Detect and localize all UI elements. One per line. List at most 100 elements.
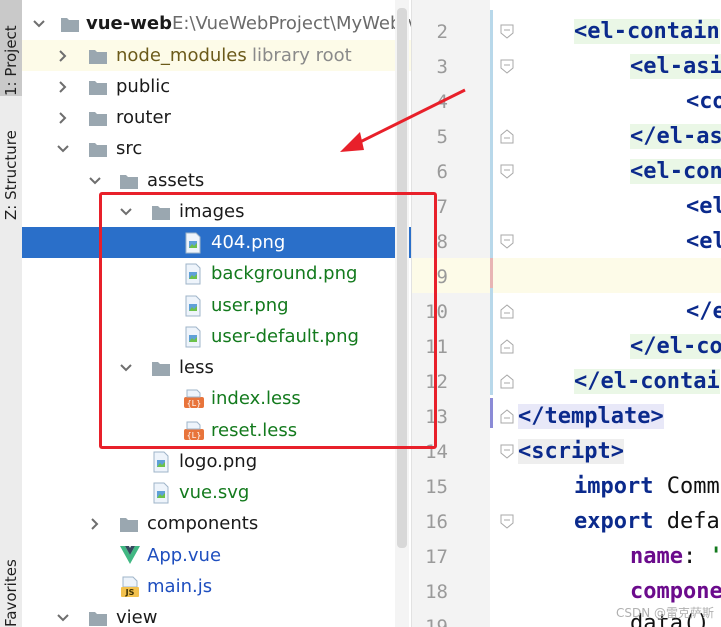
line-number: 8	[436, 230, 448, 253]
line-number: 3	[436, 55, 448, 78]
tree-label-node-modules: node_modules	[116, 45, 247, 66]
tree-label-logo-png: logo.png	[179, 451, 258, 472]
tree-row-background-png[interactable]: background.png	[22, 258, 411, 289]
tree-scrollbar-thumb[interactable]	[397, 8, 407, 548]
chevron-down-icon[interactable]	[56, 611, 70, 625]
code-line: </el-contai	[574, 369, 720, 394]
tree-row-src[interactable]: src	[22, 133, 411, 164]
tree-label-src: src	[116, 138, 143, 159]
vue-file-icon	[119, 545, 140, 565]
tree-row-404-png[interactable]: 404.png	[22, 227, 411, 258]
chevron-down-icon[interactable]	[119, 361, 133, 375]
line-number: 7	[436, 195, 448, 218]
svg-text:{L}: {L}	[187, 399, 201, 408]
favorites-tool-tab[interactable]: Favorites	[2, 560, 20, 627]
code-line: compone	[630, 579, 721, 604]
tree-row-user-default-png[interactable]: user-default.png	[22, 321, 411, 352]
tree-row-less[interactable]: less	[22, 352, 411, 383]
chevron-down-icon[interactable]	[32, 17, 46, 31]
fold-marker-icon[interactable]	[500, 374, 514, 389]
tree-row-components[interactable]: components	[22, 508, 411, 539]
line-number: 5	[436, 125, 448, 148]
code-line: export defa	[574, 509, 720, 534]
tree-row-app-vue[interactable]: App.vue	[22, 540, 411, 571]
current-line-highlight	[412, 258, 721, 293]
tree-row-main-js[interactable]: JS main.js	[22, 571, 411, 602]
fold-marker-icon[interactable]	[500, 304, 514, 319]
code-line: <script>	[518, 439, 624, 464]
code-editor[interactable]: 2 3 4 5 6 7 8 9 10 11 12 13 14 15 16 17 …	[411, 0, 721, 627]
tree-label-user-png: user.png	[211, 295, 289, 316]
structure-tool-tab[interactable]: Z: Structure	[2, 130, 20, 220]
line-number: 9	[436, 265, 448, 288]
line-number: 16	[425, 510, 448, 533]
line-number: 11	[425, 335, 448, 358]
tree-label-components: components	[147, 513, 259, 534]
tree-row-view[interactable]: view	[22, 602, 411, 627]
folder-icon	[119, 171, 139, 191]
line-number: 13	[425, 405, 448, 428]
tree-root-path: E:\VueWebProject\MyWeb\vue-web	[172, 13, 411, 34]
chevron-down-icon[interactable]	[119, 205, 133, 219]
tree-row-root[interactable]: vue-web E:\VueWebProject\MyWeb\vue-web	[22, 8, 411, 39]
tree-row-vue-svg[interactable]: vue.svg	[22, 477, 411, 508]
chevron-right-icon[interactable]	[56, 80, 70, 94]
line-number: 18	[425, 580, 448, 603]
tree-row-router[interactable]: router	[22, 102, 411, 133]
tree-row-assets[interactable]: assets	[22, 165, 411, 196]
folder-icon	[88, 139, 108, 159]
code-line: <el	[686, 229, 721, 254]
js-file-icon: JS	[119, 576, 139, 597]
svg-text:JS: JS	[125, 588, 135, 597]
image-file-icon	[183, 232, 203, 254]
code-line: <el-con	[630, 159, 721, 184]
fold-marker-icon[interactable]	[500, 339, 514, 354]
code-line: <co	[686, 89, 721, 114]
fold-marker-icon[interactable]	[500, 444, 514, 459]
code-line: <el-asi	[630, 54, 721, 79]
chevron-right-icon[interactable]	[88, 517, 102, 531]
folder-icon	[88, 46, 108, 66]
tree-label-public: public	[116, 76, 171, 97]
tree-row-public[interactable]: public	[22, 71, 411, 102]
project-tool-tab[interactable]: 1: Project	[0, 0, 22, 96]
tree-row-logo-png[interactable]: logo.png	[22, 446, 411, 477]
tree-label-background-png: background.png	[211, 263, 358, 284]
tree-label-less: less	[179, 357, 214, 378]
fold-marker-icon[interactable]	[500, 129, 514, 144]
chevron-down-icon[interactable]	[88, 174, 102, 188]
fold-marker-icon[interactable]	[500, 164, 514, 179]
chevron-right-icon[interactable]	[56, 49, 70, 63]
fold-marker-icon[interactable]	[500, 514, 514, 529]
folder-icon	[151, 358, 171, 378]
image-file-icon	[183, 326, 203, 348]
less-file-icon: {L}	[183, 421, 204, 441]
folder-icon	[60, 14, 80, 34]
tree-row-reset-less[interactable]: {L} reset.less	[22, 415, 411, 446]
line-number: 15	[425, 475, 448, 498]
tree-label-assets: assets	[147, 170, 205, 191]
tree-row-images[interactable]: images	[22, 196, 411, 227]
chevron-right-icon[interactable]	[56, 111, 70, 125]
svg-text:{L}: {L}	[187, 431, 201, 440]
library-root-note: library root	[252, 45, 352, 66]
tree-row-index-less[interactable]: {L} index.less	[22, 383, 411, 414]
code-line: </el-co	[630, 334, 721, 359]
image-file-icon	[151, 451, 171, 473]
tree-row-node-modules[interactable]: node_modules library root	[22, 40, 411, 71]
line-number: 2	[436, 20, 448, 43]
tree-label-main-js: main.js	[147, 576, 213, 597]
fold-marker-icon[interactable]	[500, 59, 514, 74]
vcs-modified-marker	[490, 258, 493, 288]
chevron-down-icon[interactable]	[56, 142, 70, 156]
vcs-change-marker	[490, 10, 493, 395]
folder-icon	[88, 608, 108, 627]
fold-marker-icon[interactable]	[500, 409, 514, 424]
project-tree: vue-web E:\VueWebProject\MyWeb\vue-web n…	[22, 0, 411, 627]
fold-marker-icon[interactable]	[500, 24, 514, 39]
tree-row-user-png[interactable]: user.png	[22, 290, 411, 321]
code-line: <el	[686, 194, 721, 219]
code-line: </e	[686, 299, 721, 324]
code-line: name: '	[630, 544, 721, 569]
fold-marker-icon[interactable]	[500, 234, 514, 249]
